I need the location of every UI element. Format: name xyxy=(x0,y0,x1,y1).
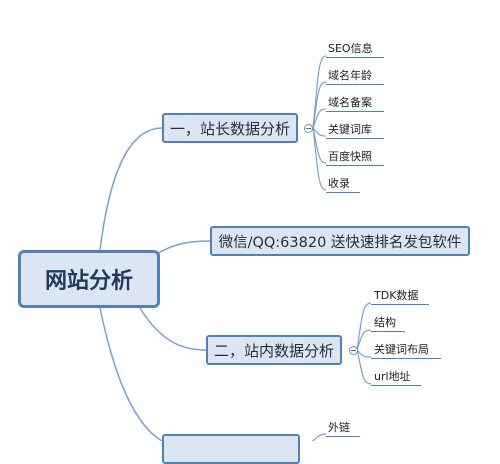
leaf-underline xyxy=(326,111,384,112)
leaf-baidu-snapshot[interactable]: 百度快照 xyxy=(328,150,372,163)
leaf-domain-record[interactable]: 域名备案 xyxy=(328,96,372,109)
branch-node-offsite[interactable] xyxy=(162,434,300,464)
leaf-underline xyxy=(371,331,405,332)
leaf-underline xyxy=(326,165,384,166)
link-b1-leaf6 xyxy=(312,127,327,191)
root-node[interactable]: 网站分析 xyxy=(18,250,160,308)
branch-node-webmaster-data[interactable]: 一，站长数据分析 xyxy=(162,113,298,143)
link-root-branch1 xyxy=(99,127,163,251)
collapse-toggle-icon[interactable] xyxy=(304,124,313,133)
link-b3-leaf4 xyxy=(356,349,372,385)
leaf-underline xyxy=(371,358,441,359)
leaf-underline xyxy=(326,192,360,193)
link-b3-leaf3 xyxy=(356,349,372,358)
link-root-branch3 xyxy=(139,307,207,351)
link-b1-leaf4 xyxy=(312,127,327,137)
leaf-domain-age[interactable]: 域名年龄 xyxy=(328,69,372,82)
leaf-url-address[interactable]: url地址 xyxy=(374,370,411,383)
leaf-underline xyxy=(326,57,384,58)
leaf-keyword-layout[interactable]: 关键词布局 xyxy=(374,343,429,356)
link-b4-leaf1 xyxy=(311,433,327,441)
leaf-structure[interactable]: 结构 xyxy=(374,316,396,329)
link-b3-leaf2 xyxy=(356,329,372,351)
leaf-backlinks[interactable]: 外链 xyxy=(328,421,350,434)
collapse-toggle-icon[interactable] xyxy=(349,346,358,355)
leaf-underline xyxy=(326,138,384,139)
link-b1-leaf3 xyxy=(312,108,327,129)
connector-lines xyxy=(99,55,372,441)
leaf-indexed[interactable]: 收录 xyxy=(328,177,350,190)
leaf-underline xyxy=(371,385,421,386)
link-b3-leaf1 xyxy=(356,302,372,351)
link-b1-leaf2 xyxy=(312,81,327,129)
link-root-branch4 xyxy=(99,307,163,441)
branch-node-onsite-data[interactable]: 二，站内数据分析 xyxy=(206,335,342,365)
leaf-underline xyxy=(326,84,384,85)
leaf-seo-info[interactable]: SEO信息 xyxy=(328,42,373,55)
leaf-underline xyxy=(326,436,360,437)
leaf-tdk-data[interactable]: TDK数据 xyxy=(374,289,419,302)
leaf-keyword-library[interactable]: 关键词库 xyxy=(328,123,372,136)
leaf-underline xyxy=(371,304,429,305)
branch-node-contact[interactable]: 微信/QQ:63820 送快速排名发包软件 xyxy=(210,226,470,256)
